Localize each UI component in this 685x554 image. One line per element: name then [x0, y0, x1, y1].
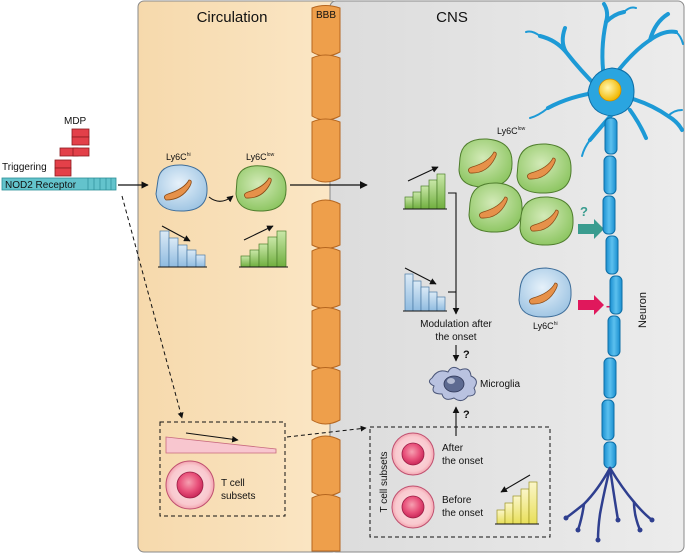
circ-tcell-box — [159, 421, 286, 517]
before-label-2: the onset — [442, 508, 483, 519]
before-label-1: Before — [442, 495, 472, 506]
circ-ly6c-low-label: Ly6Clow — [246, 152, 275, 162]
circulation-title: Circulation — [197, 9, 268, 26]
circ-tcell — [165, 460, 215, 510]
circ-bar-chart-increasing — [239, 225, 288, 268]
triggering-label: Triggering — [2, 162, 47, 173]
mdp-blocks — [54, 128, 90, 177]
circ-tcell-label-2: subsets — [221, 491, 255, 502]
red-negative-arrow — [578, 295, 604, 315]
cns-ly6c-low-label: Ly6Clow — [497, 126, 526, 136]
bbb-barrier — [311, 5, 341, 552]
cns-tcell-bar-chart-increasing — [495, 474, 539, 525]
circ-ly6c-hi-cell — [155, 164, 208, 212]
modulation-connector — [448, 192, 460, 315]
modulation-label-2: the onset — [435, 332, 476, 343]
mdp-label: MDP — [64, 116, 87, 127]
neuron — [525, 2, 684, 543]
cns-bar-chart-decreasing — [403, 267, 447, 312]
microglia-cell — [428, 366, 477, 402]
microglia-label: Microglia — [480, 379, 520, 390]
arrow-hi-to-low — [208, 195, 234, 203]
minus-sign: - — [606, 298, 610, 313]
dashed-arrow-tcells-to-cns — [286, 425, 367, 438]
cns-ly6c-hi-cell — [518, 267, 572, 318]
nod2-receptor — [1, 177, 117, 191]
bbb-title: BBB — [316, 10, 336, 21]
dashed-arrow-receptor-to-tcells — [121, 195, 184, 419]
question-mark-green: ? — [580, 204, 588, 219]
question-mark-2: ? — [463, 409, 470, 421]
after-label-2: the onset — [442, 456, 483, 467]
circ-ly6c-hi-label: Ly6Chi — [166, 152, 191, 162]
cns-tcell-subsets-label: T cell subsets — [379, 452, 390, 513]
cns-title: CNS — [436, 9, 468, 26]
circ-bar-chart-decreasing — [158, 225, 207, 268]
cns-tcell-before — [391, 485, 435, 529]
cns-bar-chart-increasing — [403, 166, 447, 210]
green-positive-arrow — [578, 219, 604, 239]
neuron-label: Neuron — [637, 292, 649, 328]
cns-ly6c-hi-label: Ly6Chi — [533, 321, 558, 331]
question-mark-1: ? — [463, 349, 470, 361]
circ-tcell-decreasing-wedge — [165, 432, 277, 454]
cns-tcell-after — [391, 432, 435, 476]
modulation-label-1: Modulation after — [420, 319, 492, 330]
cns-ly6c-low-cells — [458, 138, 574, 246]
cns-tcell-box — [369, 426, 551, 538]
after-label-1: After — [442, 443, 464, 454]
circulation-panel — [137, 0, 339, 553]
nod2-receptor-label: NOD2 Receptor — [5, 180, 77, 191]
circ-ly6c-low-cell — [235, 165, 287, 212]
circ-tcell-label-1: T cell — [221, 478, 245, 489]
